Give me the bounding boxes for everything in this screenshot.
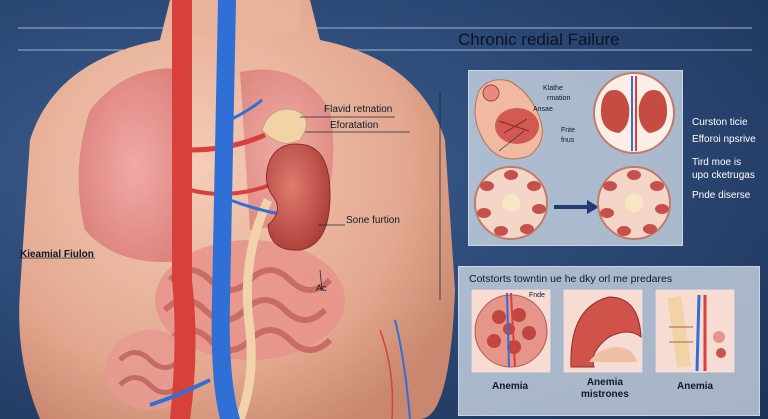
label-sone-furtion: Sone furtion	[346, 215, 400, 226]
callout-klathe: Klathe	[543, 85, 563, 92]
label-efforoi: Efforoi npsrive	[692, 134, 756, 145]
label-eforatation: Eforatation	[330, 120, 379, 131]
kidney-detail-art	[474, 72, 675, 240]
vena-cava	[211, 0, 240, 419]
label-fnde: Fnde	[529, 292, 545, 299]
callout-fnte: Fnte	[561, 127, 576, 134]
label-ac: Ac	[316, 283, 327, 293]
aorta	[170, 0, 196, 419]
adrenal-gland	[261, 108, 307, 144]
complications-art	[470, 288, 736, 374]
caption-1: Anemia	[492, 381, 529, 392]
callout-rmation: rmation	[547, 95, 571, 102]
callout-fnus: fnus	[561, 137, 575, 144]
diagram-title: Chronic redial Failure	[458, 30, 620, 49]
kidney	[266, 143, 331, 251]
ureter	[235, 198, 273, 419]
kidney-detail-panel: Klathe rmation Ansae Fnte fnus	[468, 70, 683, 246]
callout-ansae: Ansae	[533, 106, 553, 113]
caption-3: Anemia	[677, 381, 714, 392]
arm-vein	[394, 319, 411, 419]
label-pnde: Pnde diserse	[692, 190, 751, 201]
label-kieamial-fiulon: Kieamial Fiulon	[20, 249, 94, 260]
label-curston: Curston ticie	[692, 117, 748, 128]
label-upo: upo cketrugas	[692, 170, 755, 181]
caption-2: Anemia mistrones	[581, 377, 629, 400]
box-anemia-3	[654, 288, 736, 374]
complications-panel: Cotstorts towntin ue he dky orl me preda…	[458, 266, 760, 416]
complications-panel-title: Cotstorts towntin ue he dky orl me preda…	[469, 273, 673, 285]
label-tird: Tird moe is	[692, 157, 742, 168]
neck	[175, 0, 300, 40]
label-fluid-retention: Flavid retnation	[324, 104, 393, 115]
left-lung	[78, 68, 190, 262]
leader-lines	[18, 92, 441, 300]
organ-closeup	[474, 79, 543, 160]
